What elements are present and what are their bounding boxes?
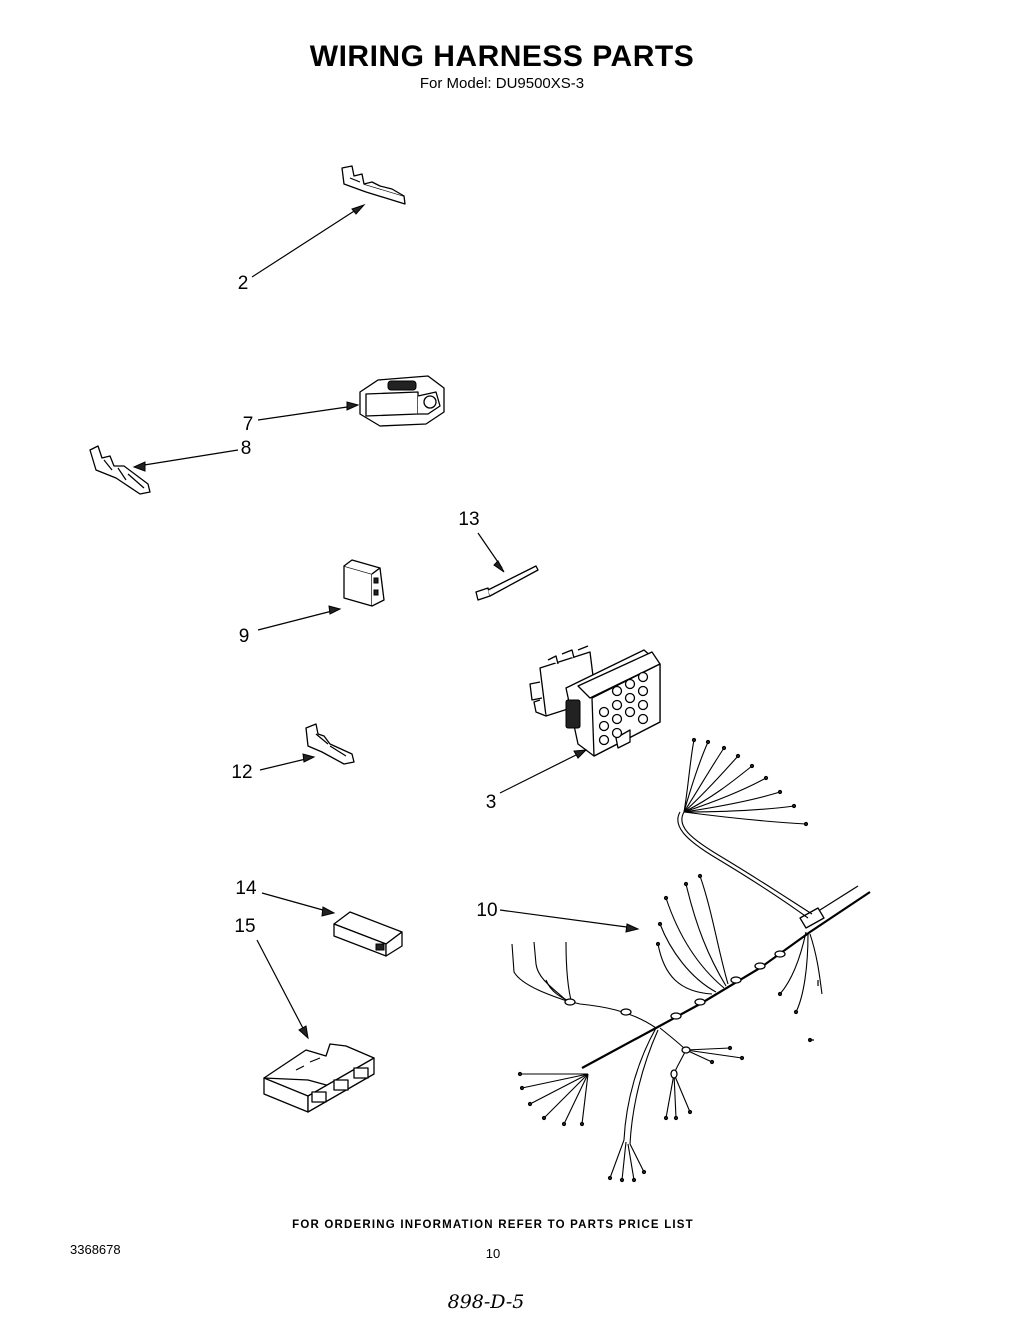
leader-12 <box>259 757 311 771</box>
callout-15: 15 <box>234 916 255 937</box>
callout-2: 2 <box>238 273 249 294</box>
callout-13: 13 <box>458 509 479 530</box>
part-3-multipin-connector <box>529 645 661 757</box>
leader-10 <box>499 909 635 929</box>
part-12-terminal <box>305 723 355 765</box>
leader-2 <box>251 205 363 278</box>
leader-12-arrowhead <box>302 753 316 763</box>
leader-3-arrowhead <box>573 749 588 759</box>
page-number: 10 <box>486 1246 500 1261</box>
handwritten-note: 898-D-5 <box>448 1291 525 1313</box>
part-9-connector <box>343 559 385 607</box>
leader-15 <box>256 939 307 1035</box>
leader-2-arrowhead <box>351 203 366 215</box>
callout-9: 9 <box>239 626 250 647</box>
part-13-cable-tie <box>475 565 539 601</box>
part-8-terminal <box>89 445 151 495</box>
callout-7: 7 <box>243 414 254 435</box>
ordering-note: FOR ORDERING INFORMATION REFER TO PARTS … <box>292 1219 694 1231</box>
callout-8: 8 <box>241 438 252 459</box>
document-number: 3368678 <box>70 1242 121 1257</box>
page-title: WIRING HARNESS PARTS <box>310 40 694 73</box>
leader-8-arrowhead <box>132 461 146 472</box>
part-14-block <box>333 911 403 957</box>
leader-9 <box>257 609 337 631</box>
leader-7-arrowhead <box>346 401 360 411</box>
part-15-housing <box>263 1043 375 1113</box>
leader-10-arrowhead <box>625 923 640 933</box>
callout-3: 3 <box>486 792 497 813</box>
callout-10: 10 <box>476 900 497 921</box>
leader-14-arrowhead <box>321 906 336 917</box>
leader-15-arrowhead <box>298 1025 309 1040</box>
leader-9-arrowhead <box>328 605 342 615</box>
part-2-terminal <box>341 165 406 205</box>
part-7-connector <box>359 375 445 427</box>
callout-12: 12 <box>231 762 252 783</box>
leader-3 <box>499 751 583 794</box>
leader-13-arrowhead <box>493 560 505 573</box>
callout-14: 14 <box>235 878 257 899</box>
part-10-harness <box>511 737 871 1183</box>
leader-14 <box>261 892 331 913</box>
model-line: For Model: DU9500XS-3 <box>420 75 584 92</box>
leader-7 <box>257 405 355 421</box>
leader-8 <box>137 449 239 467</box>
